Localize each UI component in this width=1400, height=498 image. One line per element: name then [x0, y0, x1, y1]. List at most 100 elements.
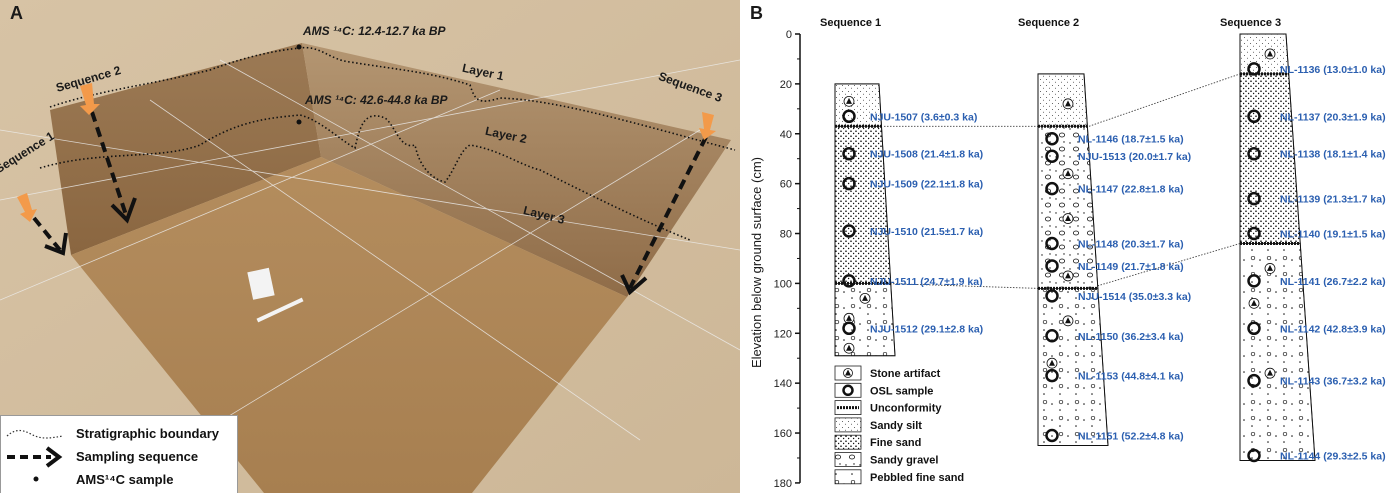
stone-artifact-triangle [1065, 317, 1071, 324]
y-tick-label: 0 [786, 29, 792, 41]
osl-sample-marker [1247, 448, 1261, 463]
osl-sample-label: NJU-1511 (24.7±1.9 ka) [870, 276, 983, 288]
pit-floor [71, 157, 627, 493]
arrow-head [110, 197, 137, 224]
osl-sample-marker [1045, 236, 1059, 251]
stone-artifact-triangle [846, 314, 852, 321]
stone-artifact-triangle [1065, 170, 1071, 177]
osl-sample-label: NJU-1507 (3.6±0.3 ka) [870, 111, 977, 123]
osl-sample-marker [1247, 373, 1261, 388]
columns: Sequence 1 NJU-1507 (3.6±0.3 ka) NJU-1508 … [820, 17, 1386, 462]
sequence-title: Sequence 3 [1220, 17, 1281, 29]
osl-sample-marker [1247, 109, 1261, 124]
osl-sample-marker [1247, 191, 1261, 206]
stone-artifact-triangle [846, 344, 852, 351]
sequence-column-2: Sequence 2NL-1146 (18.7±1.5 ka)NJU-1513 … [1018, 17, 1191, 447]
osl-sample-marker [1045, 131, 1059, 146]
y-tick-label: 120 [774, 328, 792, 340]
osl-sample-icon [842, 384, 854, 397]
unit-sandy-silt [1037, 73, 1088, 127]
legend-swatch [834, 452, 862, 467]
osl-sample-label: NL-1144 (29.3±2.5 ka) [1280, 450, 1386, 462]
osl-sample-label: NJU-1512 (29.1±2.8 ka) [870, 323, 983, 335]
osl-sample-label: NJU-1510 (21.5±1.7 ka) [870, 226, 983, 238]
legend-label: Unconformity [870, 403, 942, 415]
y-axis-label: Elevation below ground surface (cm) [749, 47, 764, 368]
panel-a-legend: Stratigraphic boundary Sampling sequence… [0, 415, 238, 493]
stone-artifact-icon-triangle [845, 369, 851, 376]
osl-sample-label: NJU-1508 (21.4±1.8 ka) [870, 149, 983, 161]
stone-artifact-triangle [1267, 264, 1273, 271]
stratigraphic-boundaries [39, 46, 736, 241]
y-tick-label: 140 [774, 378, 792, 390]
legend-label: Sandy gravel [870, 455, 938, 467]
osl-sample-label: NJU-1513 (20.0±1.7 ka) [1078, 151, 1191, 163]
osl-sample-label: NL-1137 (20.3±1.9 ka) [1280, 111, 1386, 123]
osl-sample-marker [1045, 329, 1059, 343]
sampling-arrows [32, 111, 708, 289]
stone-artifact-triangle [862, 294, 868, 301]
stone-artifact-triangle [1065, 215, 1071, 222]
osl-sample-label: NL-1149 (21.7±1.8 ka) [1078, 261, 1184, 273]
ams-sample-marker [296, 44, 302, 50]
osl-sample-marker [842, 321, 856, 336]
osl-sample-marker [842, 176, 856, 191]
arrow-head [44, 232, 68, 256]
y-tick-label: 20 [780, 79, 792, 91]
legend-swatch [834, 469, 862, 485]
scale-bar [247, 267, 304, 323]
y-tick-label: 180 [774, 478, 792, 490]
stone-artifact-triangle [1267, 369, 1273, 376]
y-axis-label-text: Elevation below ground surface (cm) [749, 157, 764, 368]
legend-sampling-sequence: Sampling sequence [76, 449, 199, 464]
ams-sample-marker [296, 119, 302, 125]
ams-sample-symbol [33, 476, 39, 482]
arrow-head [620, 274, 648, 296]
pit-left-wall [50, 43, 321, 255]
excavation-photo-panel: A AMS ¹⁴C: 12.4-12.7 ka BP AMS ¹⁴C: 42.6… [0, 0, 740, 493]
osl-sample-marker [842, 109, 856, 124]
osl-sample-label: NL-1147 (22.8±1.8 ka) [1078, 184, 1184, 196]
osl-sample-marker [1045, 149, 1059, 163]
osl-sample-marker [842, 224, 856, 238]
sampling-arrow-head-symbol [45, 446, 63, 468]
osl-sample-label: NL-1150 (36.2±3.4 ka) [1078, 331, 1184, 343]
osl-sample-marker [1247, 321, 1261, 336]
legend-label: Fine sand [870, 437, 921, 449]
excavation-photo [0, 0, 740, 493]
column-outline [1239, 33, 1316, 461]
osl-sample-label: NL-1148 (20.3±1.7 ka) [1078, 238, 1184, 250]
stone-artifact-triangle [1065, 272, 1071, 279]
column-outline [834, 83, 896, 357]
ams-upper-date-label: AMS ¹⁴C: 12.4-12.7 ka BP [303, 24, 446, 38]
stone-artifact-triangle [1251, 299, 1257, 306]
legend-label: Stone artifact [870, 368, 941, 380]
stone-artifact-triangle [1267, 50, 1273, 57]
ams-lower-date-label: AMS ¹⁴C: 42.6-44.8 ka BP [305, 93, 448, 107]
osl-sample-label: NL-1143 (36.7±3.2 ka) [1280, 376, 1386, 388]
osl-sample-marker [1045, 289, 1059, 303]
osl-sample-label: NL-1142 (42.8±3.9 ka) [1280, 323, 1386, 335]
osl-sample-label: NL-1138 (18.1±1.4 ka) [1280, 149, 1386, 161]
legend-swatch [834, 434, 862, 450]
y-tick-label: 160 [774, 428, 792, 440]
legend-swatch [834, 382, 862, 398]
sequence-column-3: Sequence 3NL-1136 (13.0±1.0 ka)NL-1137 (… [1220, 17, 1386, 462]
legend-ams-sample: AMS¹⁴C sample [76, 472, 174, 487]
y-tick-label: 80 [780, 229, 792, 241]
correlation-lines [883, 73, 1241, 289]
osl-sample-marker [1247, 146, 1261, 161]
osl-sample-label: NL-1153 (44.8±4.1 ka) [1078, 371, 1184, 383]
panel-a-label: A [10, 3, 23, 23]
legend-label: Pebbled fine sand [870, 472, 964, 484]
sequence-title: Sequence 1 [820, 17, 881, 29]
osl-sample-marker [1045, 259, 1059, 273]
osl-sample-marker [1045, 368, 1059, 383]
osl-sample-label: NJU-1514 (35.0±3.3 ka) [1078, 291, 1191, 303]
y-tick-label: 40 [780, 129, 792, 141]
osl-sample-marker [842, 274, 856, 288]
